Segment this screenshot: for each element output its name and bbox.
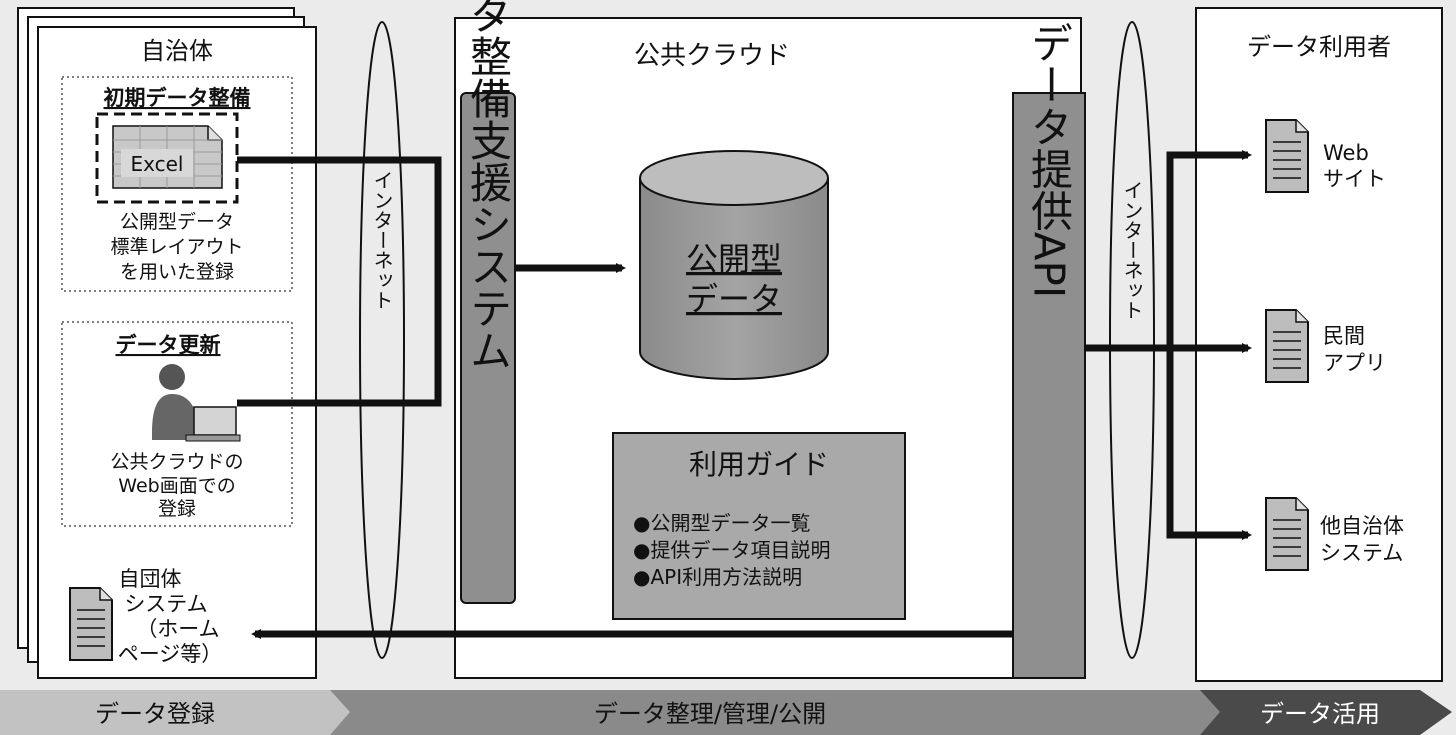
usage-guide-item-3: ●API利用方法説明 <box>633 565 802 589</box>
own-system-line-4: ページ等） <box>118 642 223 666</box>
phase-use-band <box>1200 690 1452 735</box>
initial-desc-line-2: 標準レイアウト <box>110 236 243 258</box>
data-update-section <box>61 321 293 527</box>
excel-icon: Excel <box>112 125 223 189</box>
user-item-1-line-2: サイト <box>1323 167 1386 191</box>
phase-manage-label: データ整理/管理/公開 <box>594 700 826 728</box>
update-desc-line-2: Web画面での <box>118 475 235 497</box>
initial-desc-line-1: 公開型データ <box>120 211 234 233</box>
open-data-database-icon <box>639 150 829 380</box>
internet-left-label: インターネット <box>370 170 394 310</box>
usage-guide-item-2: ●提供データ項目説明 <box>633 538 830 562</box>
update-desc-line-1: 公共クラウドの <box>110 451 243 473</box>
user-item-3-line-1: 他自治体 <box>1320 514 1404 538</box>
own-system-line-3: （ホーム <box>136 617 219 641</box>
phase-register-band <box>0 690 360 735</box>
update-desc-line-3: 登録 <box>158 498 196 520</box>
flow-lines <box>237 150 1252 639</box>
operator-person-icon <box>152 364 241 442</box>
arrow-to-web-site <box>1166 150 1252 348</box>
data-users-title: データ利用者 <box>1247 33 1391 61</box>
user-item-3-line-2: システム <box>1320 541 1403 565</box>
own-system-line-1: 自団体 <box>119 567 182 591</box>
private-app-document-icon <box>1265 309 1309 383</box>
phase-manage-band <box>330 690 1230 735</box>
initial-desc-line-3: を用いた登録 <box>120 261 234 283</box>
data-support-system-bar <box>460 92 516 604</box>
data-update-heading: データ更新 <box>116 333 221 357</box>
database-label-line-1: 公開型 <box>686 240 782 278</box>
phase-use-label: データ活用 <box>1260 700 1380 728</box>
initial-data-heading: 初期データ整備 <box>104 86 251 110</box>
data-provision-api-label: データ提供API <box>1025 22 1074 298</box>
internet-left-ellipse <box>359 21 405 659</box>
municipality-panel: 自治体 初期データ整備 Excel 公開型データ 標準レイアウト を用いた登録 … <box>17 7 317 679</box>
user-item-2-line-2: アプリ <box>1323 351 1386 375</box>
initial-data-section <box>61 76 293 292</box>
data-support-system-label: データ整備支援システム <box>464 0 513 371</box>
excel-label: Excel <box>131 152 184 176</box>
public-cloud-title: 公共クラウド <box>634 41 790 71</box>
other-municipality-document-icon <box>1265 497 1309 571</box>
registration-merge-line <box>237 156 442 407</box>
usage-guide-item-1: ●公開型データ一覧 <box>633 511 810 535</box>
web-site-document-icon <box>1265 119 1309 193</box>
user-item-2-line-1: 民間 <box>1323 324 1365 348</box>
phase-banner: データ登録 データ整理/管理/公開 データ活用 <box>0 690 1452 735</box>
usage-guide-title: 利用ガイド <box>689 448 829 481</box>
database-label-line-2: データ <box>686 280 782 318</box>
own-system-line-2: システム <box>124 592 207 616</box>
internet-right-label: インターネット <box>1120 180 1144 320</box>
own-system-document-icon <box>69 587 113 661</box>
phase-register-label: データ登録 <box>95 700 215 728</box>
internet-right-ellipse <box>1109 21 1155 659</box>
municipality-title: 自治体 <box>141 37 213 65</box>
user-item-1-line-1: Web <box>1323 141 1369 165</box>
excel-dashed-frame <box>95 112 239 204</box>
usage-guide-box <box>612 432 906 620</box>
data-provision-api-bar <box>1012 92 1086 679</box>
arrow-to-other-municipality <box>1166 348 1252 540</box>
